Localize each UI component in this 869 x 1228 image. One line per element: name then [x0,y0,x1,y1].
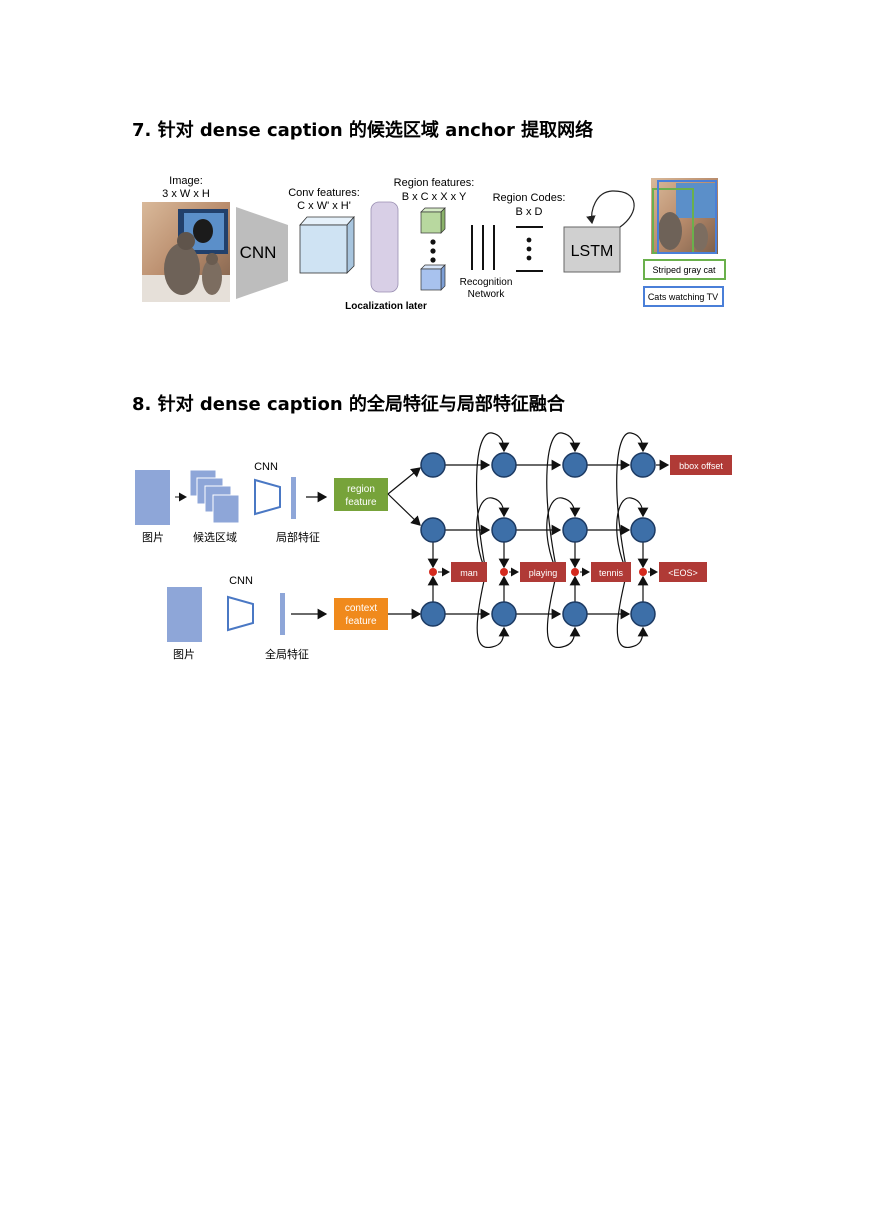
section-8-heading: 8. 针对 dense caption 的全局特征与局部特征融合 [132,390,565,416]
input-image-top [135,470,170,525]
node-r2-c3 [563,518,587,542]
codes-label-1: Region Codes: [493,192,566,204]
section-7-heading: 7. 针对 dense caption 的候选区域 anchor 提取网络 [132,116,593,142]
bbox-offset-text: bbox offset [679,461,723,471]
input-image-bottom [167,587,202,642]
word-box-tennis: tennis [591,562,631,582]
region-codes [516,227,543,271]
output-cat-image [651,178,718,254]
cnn-block: CNN [236,207,288,299]
word-eos: <EOS> [668,568,698,578]
global-feature-label: 全局特征 [265,647,309,661]
codes-label-2: B x D [516,206,543,218]
cnn-bottom-trapezoid [228,597,253,630]
node-r1-c4 [631,453,655,477]
word-man: man [460,568,478,578]
conv-feature-cube [300,217,354,273]
node-r3-c4 [631,602,655,626]
conv-label-1: Conv features: [288,187,360,199]
word-playing: playing [529,568,558,578]
context-feature-text-1: context [345,603,377,614]
caption-blue-text: Cats watching TV [648,292,718,302]
figure-8-diagram: CNN 图片 候选区域 局部特征 CNN 图片 全局特征 region feat… [0,425,869,665]
cnn-top-trapezoid [255,480,280,514]
localization-layer [371,202,398,292]
node-r1-c1 [421,453,445,477]
node-r3-c1 [421,602,445,626]
caption-blue-box: Cats watching TV [644,287,723,306]
recognition-label-2: Network [468,289,506,300]
word-box-eos: <EOS> [659,562,707,582]
context-feature-box: context feature [334,598,388,630]
word-tennis: tennis [599,568,624,578]
region-ellipsis [430,239,435,262]
node-r2-c2 [492,518,516,542]
word-box-playing: playing [520,562,566,582]
caption-green-text: Striped gray cat [652,265,716,275]
region-label-1: Region features: [394,177,475,189]
recognition-label-1: Recognition [460,277,513,288]
proposals-label: 候选区域 [193,530,237,544]
image-label-2: 3 x W x H [162,188,210,200]
local-feature-label: 局部特征 [276,530,320,544]
region-feature-text-2: feature [345,497,377,508]
bbox-offset-box: bbox offset [670,455,732,475]
img-top-label: 图片 [142,531,164,544]
caption-green-box: Striped gray cat [644,260,725,279]
localization-label: Localization later [345,301,427,312]
lstm-block: LSTM [564,191,634,272]
node-r3-c3 [563,602,587,626]
figure-7-diagram: Image: 3 x W x H CNN Conv features: C x … [0,165,869,325]
context-feature-text-2: feature [345,616,377,627]
node-r1-c2 [492,453,516,477]
word-box-man: man [451,562,487,582]
cnn-label: CNN [240,243,277,262]
conv-label-2: C x W' x H' [297,200,351,212]
region-label-2: B x C x X x Y [402,191,467,203]
region-feature-cube-blue [421,265,445,290]
node-r2-c1 [421,518,445,542]
node-r1-c3 [563,453,587,477]
node-r3-c2 [492,602,516,626]
local-feature-bar [291,477,296,519]
lstm-label: LSTM [571,243,614,260]
img-bottom-label: 图片 [173,648,195,661]
node-r2-c4 [631,518,655,542]
lstm-nodes [421,453,655,626]
proposal-stack [190,470,239,523]
input-cat-image [142,202,230,302]
image-label-1: Image: [169,175,203,187]
region-feature-box: region feature [334,478,388,511]
region-feature-cube-green [421,208,445,233]
cnn-top-label: CNN [254,461,278,473]
recognition-network-bars [472,225,494,270]
region-feature-text-1: region [347,484,375,495]
cnn-bottom-label: CNN [229,575,253,587]
global-feature-bar [280,593,285,635]
